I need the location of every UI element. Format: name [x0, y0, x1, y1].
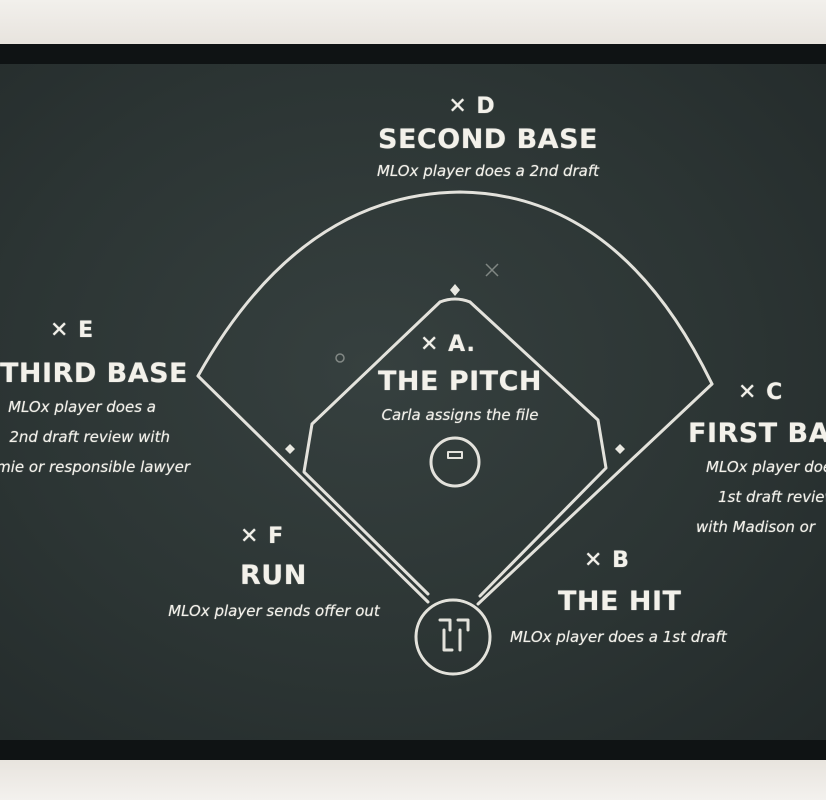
hit-desc: MLOx player does a 1st draft	[510, 628, 727, 646]
run-desc: MLOx player sends offer out	[168, 602, 380, 620]
outfield-arc	[196, 190, 714, 386]
third-base-title: THIRD BASE	[0, 358, 188, 389]
first-base	[615, 444, 625, 454]
infield-line	[302, 300, 442, 596]
hit-title: THE HIT	[558, 586, 682, 617]
home-plate-circle	[414, 598, 492, 676]
third-base-foul-line	[196, 374, 430, 604]
wall-bottom	[0, 760, 826, 800]
pitchers-mound	[429, 436, 481, 488]
second-base-mark: ✕ D	[448, 94, 496, 119]
first-base-desc-1: MLOx player does	[706, 458, 826, 476]
infield-top	[438, 297, 472, 304]
first-base-desc-2: 1st draft review	[718, 488, 826, 506]
wall-top	[0, 0, 826, 50]
third-base-desc-2: 2nd draft review with	[9, 428, 170, 446]
batters-box	[438, 618, 470, 652]
infield-line	[468, 300, 608, 598]
pitch-mark: ✕ A.	[420, 332, 476, 357]
first-base-mark: ✕ C	[738, 380, 784, 405]
second-base-desc: MLOx player does a 2nd draft	[376, 162, 600, 180]
run-mark: ✕ F	[240, 524, 285, 549]
first-base-desc-3: with Madison or	[696, 518, 816, 536]
run-title: RUN	[240, 560, 307, 591]
third-base-mark: ✕ E	[50, 318, 95, 343]
first-base-title: FIRST BASE	[688, 418, 826, 449]
first-base-foul-line	[476, 382, 714, 606]
third-base-desc-3: Jamie or responsible lawyer	[0, 458, 190, 476]
third-base-desc-1: MLOx player does a	[8, 398, 156, 416]
second-base	[450, 284, 460, 296]
second-base-title: SECOND BASE	[378, 124, 598, 155]
hit-mark: ✕ B	[584, 548, 630, 573]
pitchers-rubber	[447, 451, 463, 459]
pitch-title: THE PITCH	[377, 366, 543, 397]
third-base	[285, 444, 295, 454]
chalkboard: ✕ D SECOND BASE MLOx player does a 2nd d…	[0, 64, 826, 740]
pitch-desc: Carla assigns the file	[381, 406, 539, 424]
baseball-diamond-drawing	[196, 190, 714, 676]
